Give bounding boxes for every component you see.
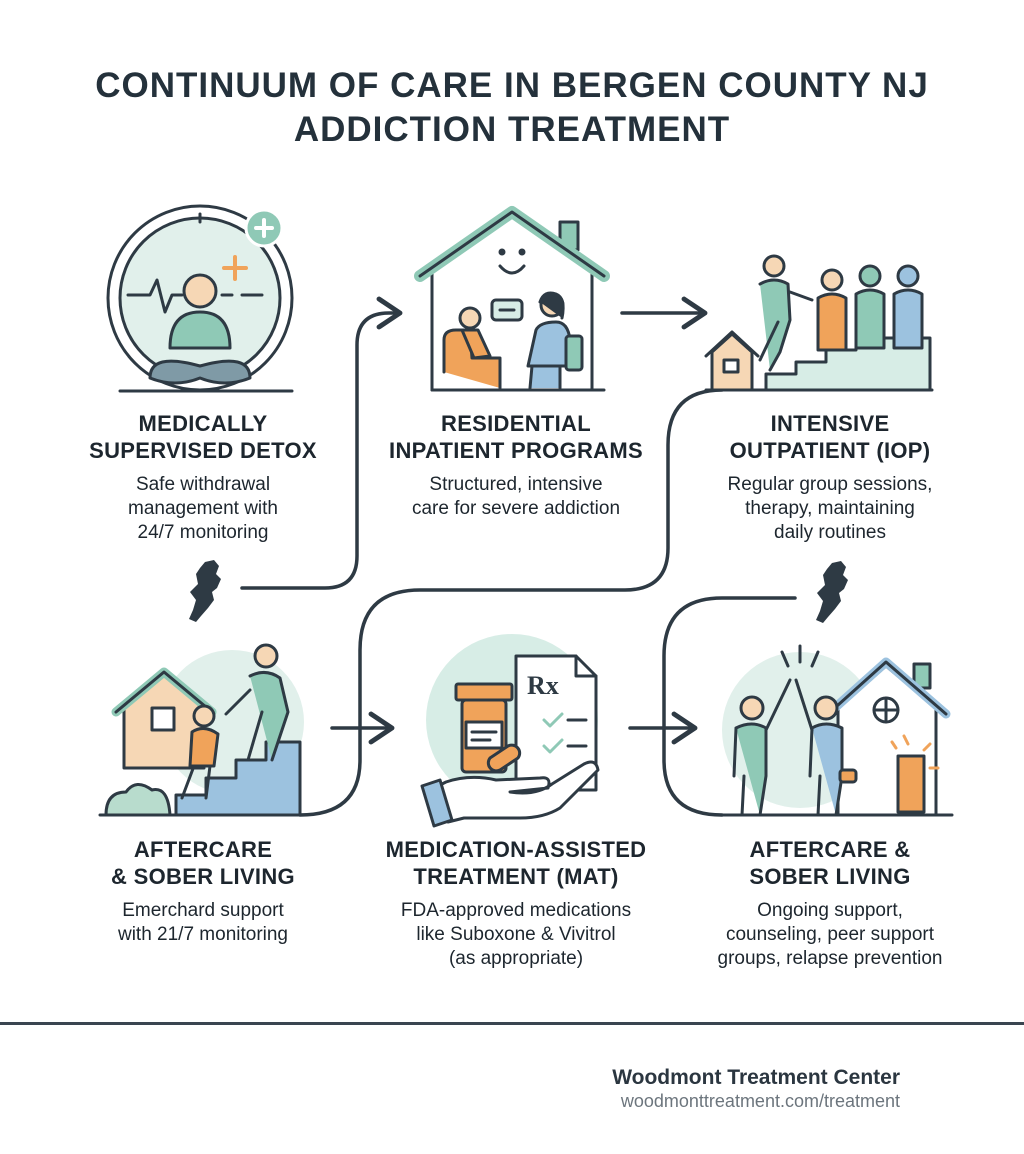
meditating-person-monitor-icon [106,204,294,393]
arrow-aftercare-loop [662,596,797,817]
helping-hand-stairs-icon [98,643,304,817]
arrow-iop-to-mat-curve [298,388,724,817]
title-line-1: CONTINUUM OF CARE IN BERGEN COUNTY NJ [95,66,929,105]
rx-symbol: Rx [527,671,559,700]
organization-url[interactable]: woodmonttreatment.com/treatment [620,1091,900,1111]
stage-residential: RESIDENTIAL INPATIENT PROGRAMS Structure… [356,410,676,521]
new-jersey-map-icon-right [816,561,848,623]
stage-description-line: groups, relapse prevention [717,948,943,969]
arrow-detox-to-residential [240,296,403,590]
stage-description-line: therapy, maintaining [745,498,915,519]
stage-description: Safe withdrawal management with 24/7 mon… [43,473,363,545]
stage-description-line: management with [128,498,278,519]
stage-title-line: SUPERVISED DETOX [89,438,317,463]
stage-description: Emerchard support with 21/7 monitoring [43,899,363,947]
stage-title-line: & SOBER LIVING [111,864,295,889]
stage-description-line: counseling, peer support [725,924,935,945]
stage-title-line: MEDICATION-ASSISTED [385,837,647,862]
stage-title: AFTERCARE & SOBER LIVING [670,836,990,890]
stage-description-line: Regular group sessions, [727,474,933,495]
footer: Woodmont Treatment Center woodmonttreatm… [612,1066,900,1112]
high-five-home-icon [718,644,954,817]
stage-description-line: with 21/7 monitoring [117,924,289,945]
stage-description-line: FDA-approved medications [400,900,632,921]
stage-title-line: AFTERCARE & [749,837,911,862]
stage-description-line: Structured, intensive [429,474,603,495]
stage-detox: MEDICALLY SUPERVISED DETOX Safe withdraw… [43,410,363,545]
stage-title: AFTERCARE & SOBER LIVING [43,836,363,890]
stage-title-line: RESIDENTIAL [441,411,591,436]
title-line-2: ADDICTION TREATMENT [293,110,731,149]
page-title: CONTINUUM OF CARE IN BERGEN COUNTY NJ AD… [0,64,1024,152]
stage-description-line: (as appropriate) [448,948,584,969]
stage-title: RESIDENTIAL INPATIENT PROGRAMS [356,410,676,464]
stage-description-line: Ongoing support, [757,900,903,921]
prescription-medication-icon [420,634,600,828]
stage-title-line: TREATMENT (MAT) [413,864,619,889]
stage-title-line: SOBER LIVING [749,864,911,889]
stage-title: INTENSIVE OUTPATIENT (IOP) [670,410,990,464]
stage-description: FDA-approved medications like Suboxone &… [356,899,676,971]
stage-title-line: AFTERCARE [133,837,273,862]
stage-description: Ongoing support, counseling, peer suppor… [670,899,990,971]
stage-description: Regular group sessions, therapy, maintai… [670,473,990,545]
stage-description-line: care for severe addiction [411,498,621,519]
stage-description-line: like Suboxone & Vivitrol [416,924,616,945]
stage-description-line: 24/7 monitoring [137,522,269,543]
stage-title: MEDICALLY SUPERVISED DETOX [43,410,363,464]
stage-description-line: daily routines [774,522,886,543]
house-counseling-icon [414,206,610,392]
stage-description: Structured, intensive care for severe ad… [356,473,676,521]
group-stairs-icon [704,254,934,392]
stage-description-line: Emerchard support [122,900,284,921]
stage-title-line: INPATIENT PROGRAMS [389,438,643,463]
new-jersey-map-icon [189,560,221,622]
stage-mat: MEDICATION-ASSISTED TREATMENT (MAT) FDA-… [356,836,676,971]
stage-aftercare-right: AFTERCARE & SOBER LIVING Ongoing support… [670,836,990,971]
stage-title-line: INTENSIVE [770,411,890,436]
stage-iop: INTENSIVE OUTPATIENT (IOP) Regular group… [670,410,990,545]
stage-aftercare-left: AFTERCARE & SOBER LIVING Emerchard suppo… [43,836,363,947]
stage-title-line: OUTPATIENT (IOP) [729,438,931,463]
organization-name: Woodmont Treatment Center [612,1066,900,1089]
connector-arrows [240,296,797,817]
stage-title-line: MEDICALLY [138,411,268,436]
footer-divider [0,1022,1024,1025]
stage-title: MEDICATION-ASSISTED TREATMENT (MAT) [356,836,676,890]
stage-description-line: Safe withdrawal [135,474,271,495]
